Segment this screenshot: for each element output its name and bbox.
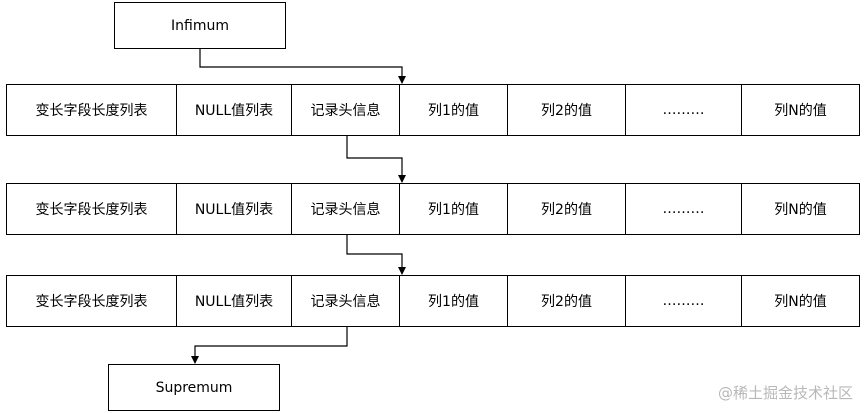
field-null-list: NULL值列表 bbox=[176, 183, 292, 235]
field-variable-length-list: 变长字段长度列表 bbox=[6, 84, 177, 136]
field-column-1: 列1的值 bbox=[399, 84, 508, 136]
field-record-header: 记录头信息 bbox=[291, 275, 400, 327]
field-null-list: NULL值列表 bbox=[176, 275, 292, 327]
field-column-n: 列N的值 bbox=[741, 183, 860, 235]
pointer-record-1-to-record-2 bbox=[346, 136, 406, 183]
field-record-header: 记录头信息 bbox=[291, 183, 400, 235]
field-ellipsis: ……… bbox=[625, 183, 742, 235]
infimum-record: Infimum bbox=[114, 2, 286, 49]
supremum-label: Supremum bbox=[155, 379, 233, 396]
field-column-n: 列N的值 bbox=[741, 84, 860, 136]
field-null-list: NULL值列表 bbox=[176, 84, 292, 136]
field-column-2: 列2的值 bbox=[507, 275, 626, 327]
field-column-1: 列1的值 bbox=[399, 275, 508, 327]
field-column-2: 列2的值 bbox=[507, 183, 626, 235]
pointer-record-2-to-record-3 bbox=[346, 235, 406, 275]
field-column-n: 列N的值 bbox=[741, 275, 860, 327]
field-column-2: 列2的值 bbox=[507, 84, 626, 136]
field-ellipsis: ……… bbox=[625, 84, 742, 136]
field-column-1: 列1的值 bbox=[399, 183, 508, 235]
infimum-label: Infimum bbox=[171, 17, 229, 34]
pointer-record-3-to-supremum bbox=[191, 327, 348, 364]
supremum-record: Supremum bbox=[108, 364, 280, 411]
field-record-header: 记录头信息 bbox=[291, 84, 400, 136]
field-variable-length-list: 变长字段长度列表 bbox=[6, 183, 177, 235]
pointer-infimum-to-record-1 bbox=[199, 49, 406, 84]
watermark: @稀土掘金技术社区 bbox=[717, 384, 853, 402]
field-variable-length-list: 变长字段长度列表 bbox=[6, 275, 177, 327]
